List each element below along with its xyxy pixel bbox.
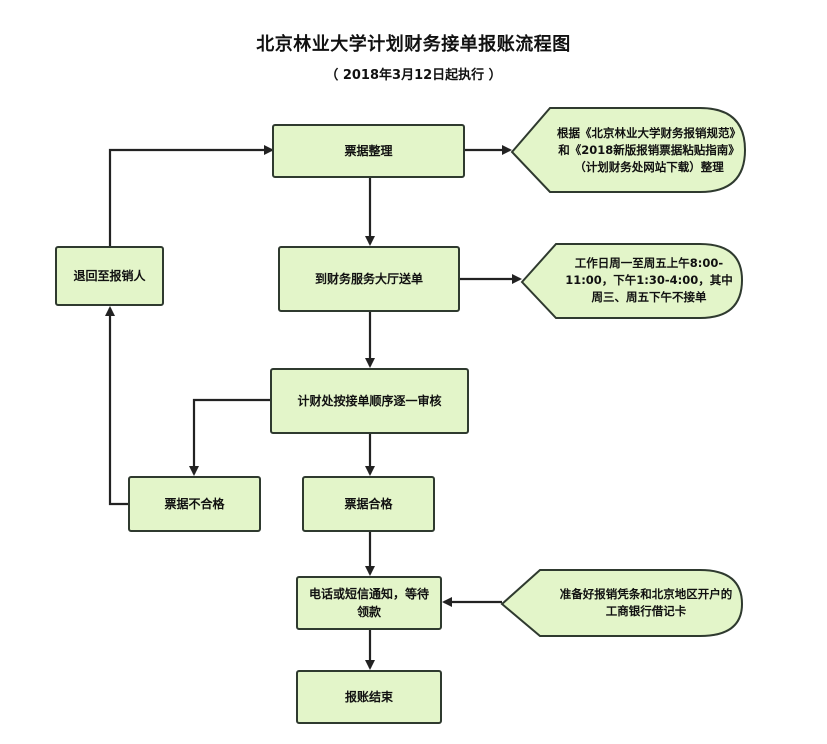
step-organize: 票据整理 [272, 124, 465, 178]
note-notify: 准备好报销凭条和北京地区开户的工商银行借记卡 [559, 587, 733, 618]
step-fail: 票据不合格 [128, 476, 261, 532]
step-review: 计财处按接单顺序逐一审核 [270, 368, 469, 434]
note-shape-organize [510, 107, 747, 193]
arrow-review-to-fail [189, 398, 270, 476]
step-submit: 到财务服务大厅送单 [278, 246, 460, 312]
note-organize: 根据《北京林业大学财务报销规范》和《2018新版报销票据粘贴指南》（计划财务处网… [557, 126, 741, 174]
step-end: 报账结束 [296, 670, 442, 724]
step-notify: 电话或短信通知，等待领款 [296, 576, 442, 630]
arrow-return-to-organize [108, 145, 274, 246]
note-shape-submit [520, 243, 744, 319]
step-pass: 票据合格 [302, 476, 435, 532]
step-return: 退回至报销人 [55, 246, 164, 306]
note-shape-notify [500, 569, 744, 637]
note-submit: 工作日周一至周五上午8:00-11:00，下午1:30-4:00，其中周三、周五… [565, 256, 733, 304]
arrow-fail-to-return [105, 306, 128, 506]
page-subtitle: （ 2018年3月12日起执行 ） [325, 68, 502, 83]
page-title: 北京林业大学计划财务接单报账流程图 [256, 34, 571, 55]
